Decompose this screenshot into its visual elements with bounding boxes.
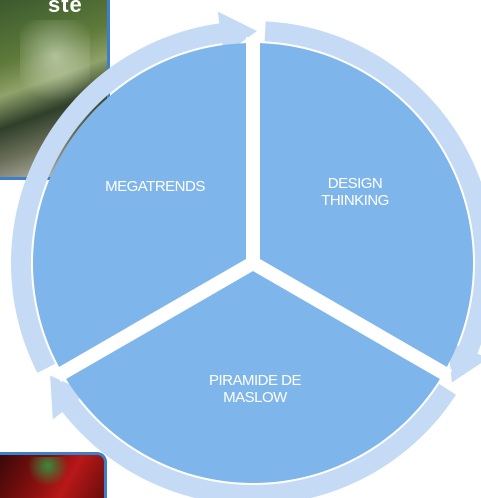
segment-label-piramide-de-maslow: PIRAMIDE DE MASLOW: [208, 372, 302, 406]
arrow-to-design-thinking: [10, 11, 258, 373]
photo-bottom-left: [0, 452, 107, 498]
cycle-separators: [53, 37, 453, 383]
segment-label-megatrends: MEGATRENDS: [105, 178, 205, 195]
arrow-to-piramide-de-maslow: [264, 21, 481, 383]
photo-highlight: [28, 457, 68, 487]
photo-logo-text: ste: [48, 0, 83, 17]
segment-separator: [53, 256, 257, 383]
photo-highlight: [20, 20, 90, 110]
cycle-arrows: [10, 11, 481, 498]
arrow-to-megatrends: [50, 375, 456, 498]
segment-separator: [249, 256, 453, 383]
segment-label-design-thinking: DESIGN THINKING: [321, 175, 389, 209]
